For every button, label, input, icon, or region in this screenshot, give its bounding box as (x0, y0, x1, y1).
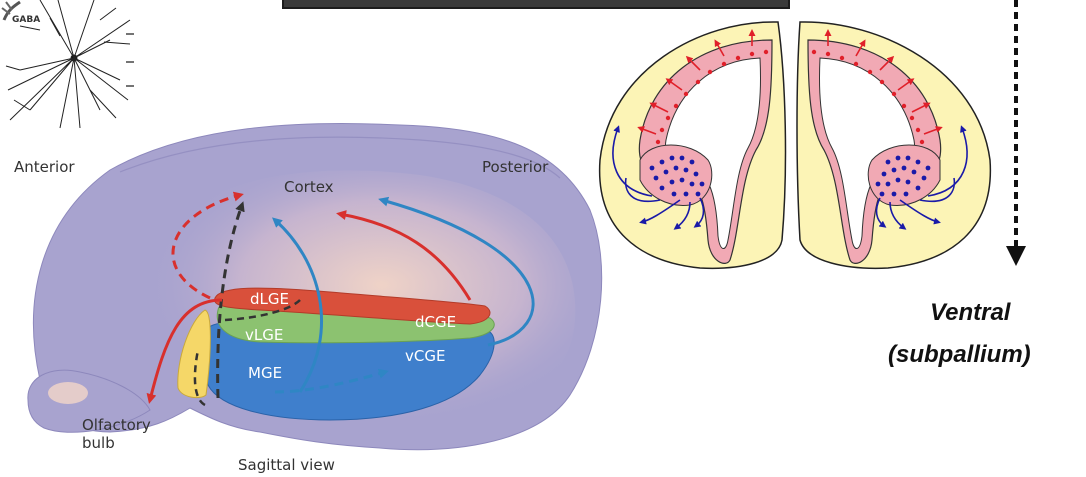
ventral-axis-arrow (1006, 0, 1026, 266)
photo-strip-inner (284, 0, 788, 7)
subpallium-label: (subpallium) (888, 341, 1031, 368)
mge-label: MGE (248, 364, 282, 382)
dcge-label: dCGE (415, 313, 456, 331)
cortex-label: Cortex (284, 178, 334, 196)
coronal-section (600, 22, 991, 268)
dlge-label: dLGE (250, 290, 289, 308)
olfactory-label-line1: Olfactory (82, 416, 151, 434)
olfactory-glow (48, 382, 88, 404)
vlge-label: vLGE (245, 326, 283, 344)
ventral-label: Ventral (930, 299, 1012, 326)
anterior-label: Anterior (14, 158, 75, 176)
olfactory-label-line2: bulb (82, 434, 115, 452)
posterior-label: Posterior (482, 158, 549, 176)
vcge-label: vCGE (405, 347, 445, 365)
sagittal-view-label: Sagittal view (238, 456, 335, 474)
gaba-label: GABA (12, 15, 40, 25)
